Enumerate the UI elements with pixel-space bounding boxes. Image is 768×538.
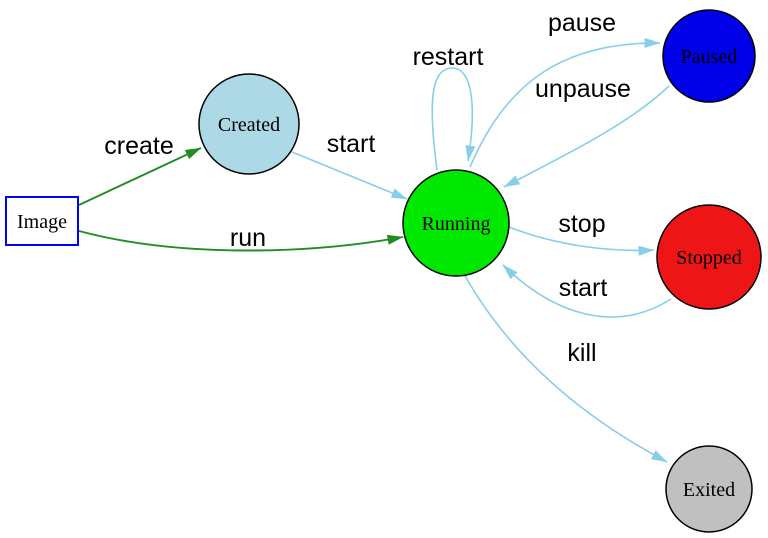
- node-paused: Paused: [662, 9, 756, 103]
- edge-run-label: run: [230, 224, 266, 252]
- edge-kill: kill: [463, 273, 668, 463]
- edge-start-stopped-running: start: [502, 264, 672, 318]
- edge-pause-label: pause: [548, 9, 616, 37]
- node-created-shape: [198, 73, 300, 175]
- edge-stop-arrow: [508, 226, 655, 256]
- edge-start-created-running: start: [291, 130, 408, 200]
- edge-stop-label: stop: [558, 210, 605, 238]
- node-exited: Exited: [665, 445, 753, 533]
- edge-unpause: unpause: [503, 75, 670, 188]
- edge-start-created-arrow: [291, 151, 408, 200]
- edge-create-arrow: [78, 147, 202, 206]
- edge-kill-label: kill: [567, 339, 596, 367]
- edge-unpause-arrow: [503, 85, 670, 188]
- node-paused-shape: [662, 9, 756, 103]
- edge-stop: stop: [508, 210, 655, 256]
- node-image-label: Image: [17, 211, 67, 233]
- edge-unpause-label: unpause: [535, 75, 631, 103]
- node-created-label: Created: [218, 114, 280, 136]
- node-running-label: Running: [422, 213, 491, 235]
- node-created: Created: [198, 73, 300, 175]
- node-paused-label: Paused: [681, 46, 738, 68]
- node-exited-label: Exited: [683, 479, 735, 501]
- node-exited-shape: [665, 445, 753, 533]
- node-image: Image: [5, 196, 79, 246]
- edge-start-stopped-label: start: [559, 274, 608, 302]
- node-running: Running: [402, 169, 510, 277]
- node-running-shape: [402, 169, 510, 277]
- edge-start-created-label: start: [327, 130, 376, 158]
- edge-restart-self-loop: restart: [413, 43, 484, 171]
- edge-run: run: [78, 224, 404, 252]
- edge-create: create: [78, 132, 202, 206]
- edge-pause-arrow: [469, 37, 661, 168]
- edge-pause: pause: [469, 9, 661, 168]
- edge-restart-label: restart: [413, 43, 484, 71]
- node-image-shape: [5, 196, 79, 246]
- node-stopped-label: Stopped: [676, 247, 742, 269]
- node-stopped-shape: [656, 204, 762, 310]
- node-stopped: Stopped: [656, 204, 762, 310]
- edge-create-label: create: [104, 132, 173, 160]
- edge-run-arrow: [78, 230, 404, 252]
- edge-start-stopped-arrow: [502, 264, 672, 318]
- edge-kill-arrow: [463, 273, 668, 463]
- edge-restart-arrow: [431, 67, 476, 171]
